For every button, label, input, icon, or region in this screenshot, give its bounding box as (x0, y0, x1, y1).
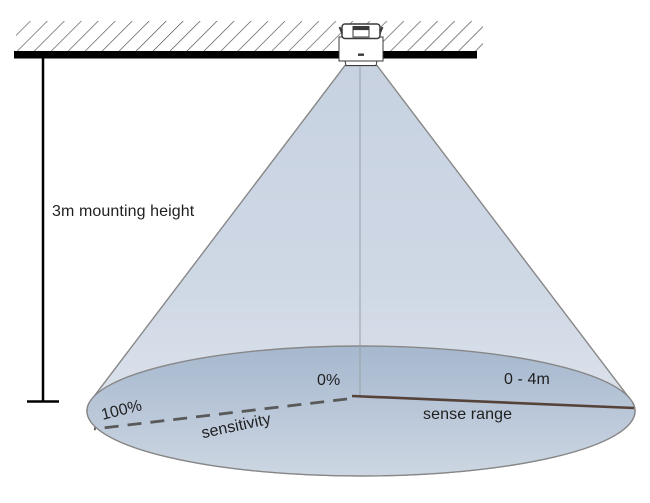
sensor-body (338, 36, 384, 62)
ceiling-hatch (16, 21, 483, 51)
sense-range-value-label: 0 - 4m (504, 371, 550, 388)
sense-range-line (351, 394, 635, 410)
sensitivity-dashed-line (93, 397, 348, 431)
sensor-indicator-dot (358, 53, 364, 56)
coverage-base-ellipse (86, 345, 636, 477)
sensitivity-0-label: 0% (317, 372, 341, 389)
mounting-height-label: 3m mounting height (52, 203, 195, 220)
sensor-lens-bar (353, 26, 369, 31)
ceiling-line (14, 51, 477, 59)
sense-range-axis-label: sense range (423, 406, 513, 423)
sensor-mount-flange (344, 60, 378, 66)
ceiling-sensor (338, 23, 384, 66)
